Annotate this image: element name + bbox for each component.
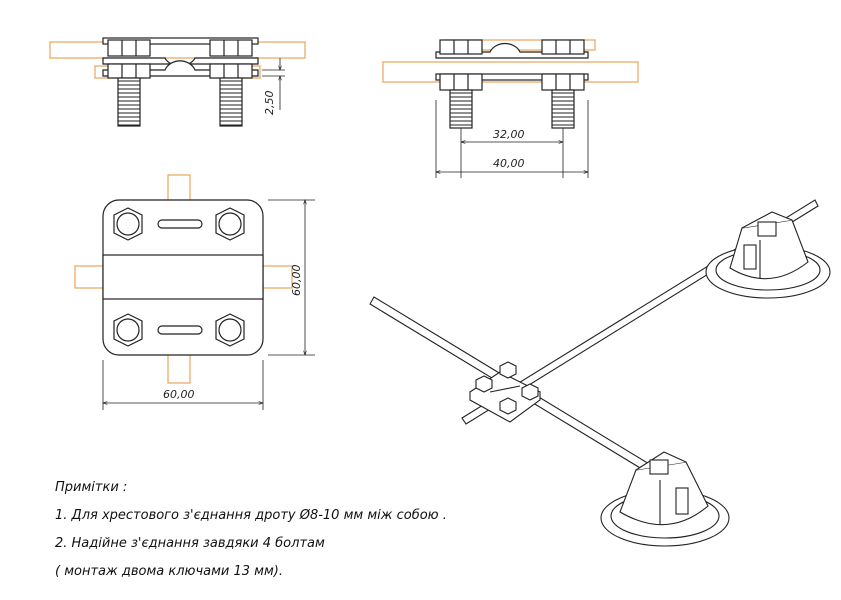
- dim-thickness-label: 2,50: [263, 91, 276, 116]
- dim-thickness: [262, 58, 285, 110]
- nut-left-top: [107, 39, 151, 57]
- dim-spacing-label: 32,00: [493, 128, 525, 141]
- top-plate: [102, 37, 259, 45]
- slot-bottom: [157, 325, 203, 335]
- dim-length-label: 40,00: [493, 157, 525, 170]
- cross-clamp: [468, 361, 542, 423]
- side-view-right: [382, 39, 639, 129]
- dim-top-view: [103, 200, 315, 410]
- dim-height-label: 60,00: [290, 265, 303, 297]
- notes-line-3: ( монтаж двома ключами 13 мм).: [55, 564, 283, 579]
- notes-line-1: 1. Для хрестового з'єднання дроту Ø8-10 …: [55, 508, 447, 523]
- notes-title: Примітки :: [55, 480, 128, 495]
- roof-support-upper: [705, 211, 831, 299]
- bolt-right: [219, 77, 243, 127]
- bolt-left: [117, 77, 141, 127]
- dim-width-label: 60,00: [163, 388, 195, 401]
- notes-block: Примітки : 1. Для хрестового з'єднання д…: [55, 474, 447, 586]
- notes-line-2: 2. Надійне з'єднання завдяки 4 болтам: [55, 536, 325, 551]
- dim-spacing: [436, 100, 588, 178]
- roof-support-lower: [600, 451, 730, 547]
- nut-right-top: [209, 39, 253, 57]
- top-view: [74, 174, 293, 384]
- side-view-left: [49, 37, 306, 127]
- slot-top: [157, 219, 203, 229]
- isometric-view: [369, 199, 831, 547]
